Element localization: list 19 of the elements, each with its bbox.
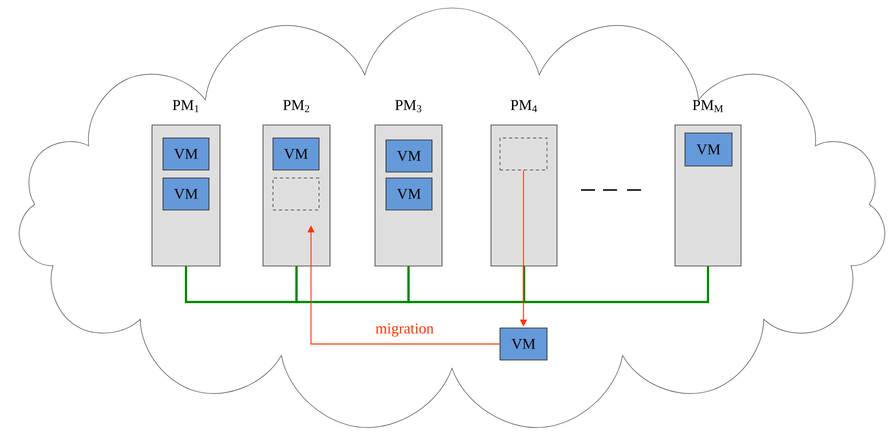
empty-slot-box [500,138,548,170]
empty-slot-box [272,178,320,210]
bus-line [522,266,710,304]
vm-box: VM [162,138,210,170]
vm-box: VM [500,328,548,360]
vm-box: VM [386,140,432,172]
vm-box: VM [684,132,732,166]
bus-line [184,266,298,304]
bus-line [407,266,526,304]
edge-label: migration [376,323,434,337]
vm-box: VM [162,178,210,210]
server-label: PM$_{4}$ [510,100,538,112]
server-label: PM$_{2}$ [283,100,310,112]
server-label: PM$_{1}$ [172,100,199,112]
vm-box: VM [272,138,320,170]
bus-line [295,266,410,304]
server-label: PM$_{M}$ [692,100,723,112]
server-label: PM$_{3}$ [395,100,422,112]
vm-box: VM [386,178,432,210]
